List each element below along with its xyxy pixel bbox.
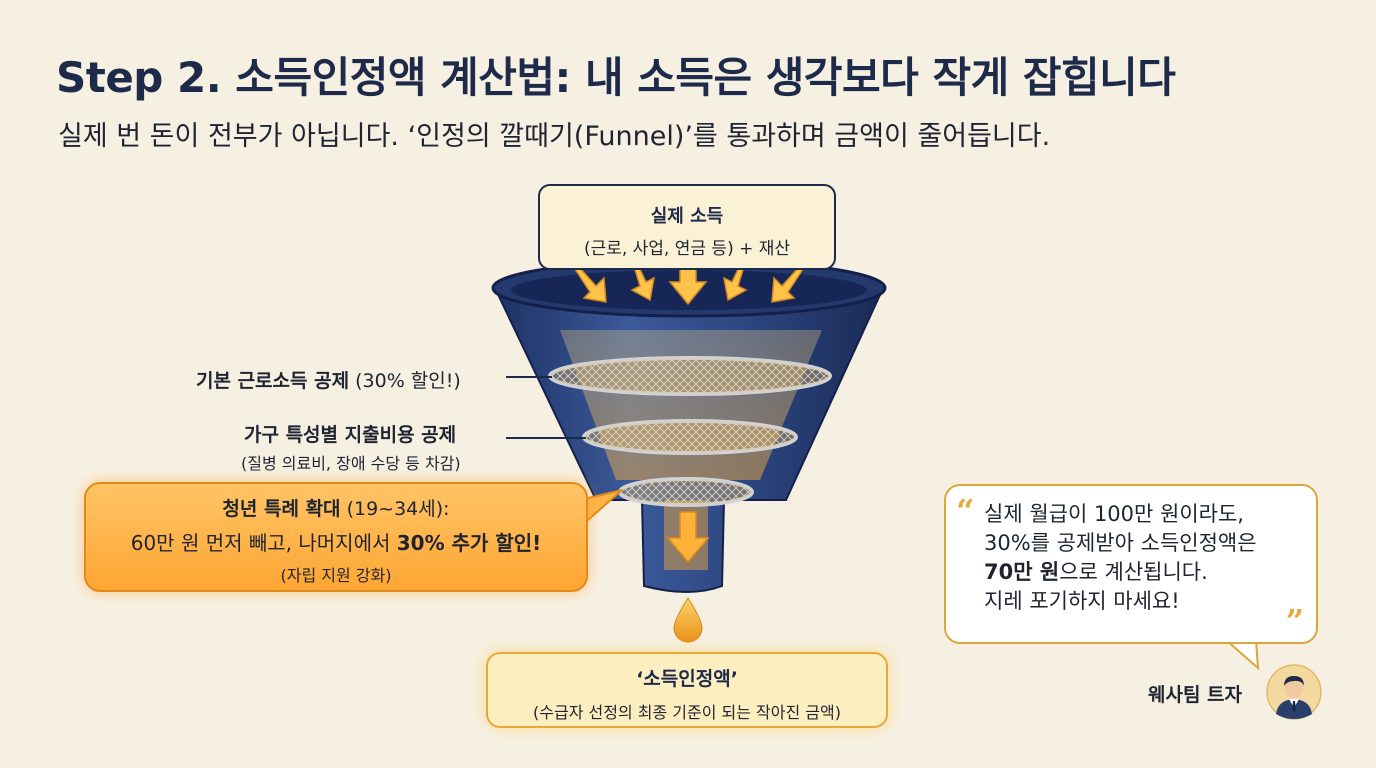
quote-line-3-bold: 70만 원 [984,560,1060,584]
youth-callout: 청년 특례 확대 (19~34세): 60만 원 먼저 빼고, 나머지에서 30… [84,482,588,592]
youth-line-1-rest: (19~34세): [340,498,450,520]
youth-line-3: (자립 지원 강화) [280,566,392,585]
quote-bubble: “ 실제 월급이 100만 원이라도, 30%를 공제받아 소득인정액은 70만… [944,484,1318,644]
filter-1-label: 기본 근로소득 공제 (30% 할인!) [196,366,461,393]
quote-line-4: 지레 포기하지 마세요! [984,589,1180,613]
quote-line-3-rest: 으로 계산됩니다. [1059,560,1208,584]
filter-1-label-rest: (30% 할인!) [349,370,461,392]
quote-tail [1223,639,1260,671]
filter-1-label-bold: 기본 근로소득 공제 [196,370,350,392]
quote-line-1: 실제 월급이 100만 원이라도, [984,502,1244,526]
filter-2-title: 가구 특성별 지출비용 공제 [244,424,457,446]
youth-line-2-bold: 30% 추가 할인! [396,531,542,555]
page-subtitle: 실제 번 돈이 전부가 아닙니다. ‘인정의 깔때기(Funnel)’를 통과하… [58,121,1051,152]
quote-line-2: 30%를 공제받아 소득인정액은 [984,531,1257,555]
quote-open-icon: “ [956,492,975,530]
youth-line-1: 청년 특례 확대 (19~34세): [86,494,586,521]
input-box: 실제 소득 (근로, 사업, 연금 등) + 재산 [538,184,836,270]
filter-2-label: 가구 특성별 지출비용 공제 [244,420,456,447]
filter-1 [548,356,832,396]
result-box: ‘소득인정액’ (수급자 선정의 최종 기준이 되는 작아진 금액) [486,652,888,728]
page-title: Step 2. 소득인정액 계산법: 내 소득은 생각보다 작게 잡힙니다 [56,53,1176,102]
quote-line-3: 70만 원으로 계산됩니다. [984,558,1296,587]
filter-2-detail: (질병 의료비, 장애 수당 등 차감) [241,454,461,473]
input-arrows [559,235,819,306]
quote-close-icon: ” [1285,602,1304,640]
result-detail: (수급자 선정의 최종 기준이 되는 작아진 금액) [533,703,841,722]
filter-2 [582,419,798,455]
youth-line-2: 60만 원 먼저 빼고, 나머지에서 30% 추가 할인! [86,527,586,556]
filter-3 [618,477,754,507]
input-detail: (근로, 사업, 연금 등) + 재산 [583,239,791,259]
input-title: 실제 소득 [650,206,724,227]
spout-arrow-icon [666,511,710,564]
result-title: ‘소득인정액’ [636,668,738,690]
droplet-icon [673,597,703,643]
youth-line-1-bold: 청년 특례 확대 [222,498,341,520]
author-name: 웨사팀 트자 [1148,684,1243,706]
youth-line-2-pre: 60만 원 먼저 빼고, 나머지에서 [130,531,397,555]
person-avatar-icon [1266,664,1322,720]
